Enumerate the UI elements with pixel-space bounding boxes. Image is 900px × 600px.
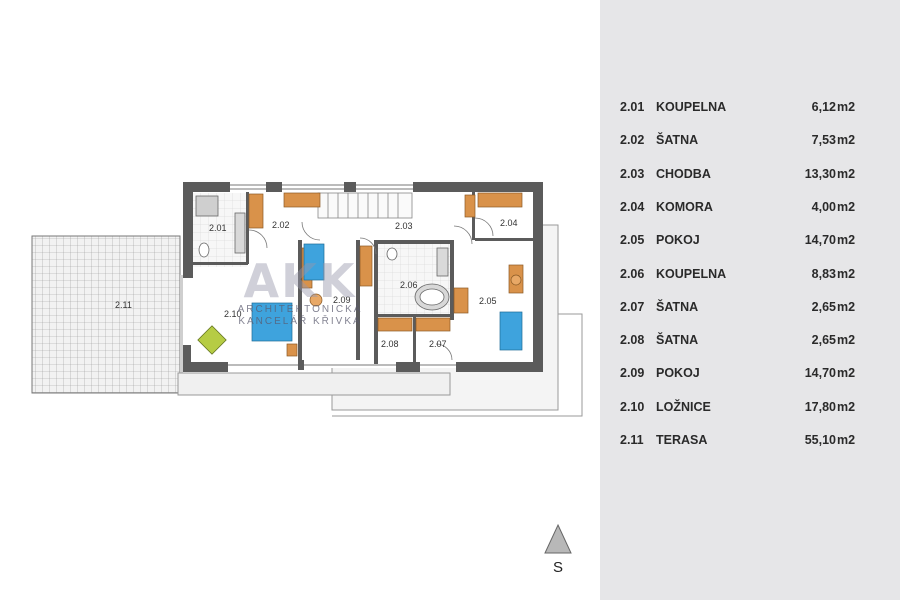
plan-label-2-01: 2.01 bbox=[209, 223, 227, 233]
room-name: ŠATNA bbox=[656, 133, 699, 148]
north-arrow-icon bbox=[544, 523, 572, 554]
staircase bbox=[317, 192, 413, 219]
room-area: 17,80 bbox=[804, 399, 836, 414]
plan-label-2-06: 2.06 bbox=[400, 280, 418, 290]
plan-label-2-10: 2.10 bbox=[224, 309, 242, 319]
roof-step bbox=[332, 313, 583, 417]
terrace-strip bbox=[180, 275, 183, 393]
room-code: 2.07 bbox=[620, 299, 645, 314]
room-area: 4,00 bbox=[811, 199, 836, 214]
room-code: 2.10 bbox=[620, 399, 645, 414]
room-name: KOUPELNA bbox=[656, 100, 727, 114]
room-unit: m2 bbox=[837, 100, 856, 114]
room-unit: m2 bbox=[837, 266, 856, 281]
room-code: 2.05 bbox=[620, 233, 645, 248]
room-name: ŠATNA bbox=[656, 333, 699, 348]
plan-label-2-08: 2.08 bbox=[381, 339, 399, 349]
room-name: LOŽNICE bbox=[656, 399, 711, 414]
room-code: 2.06 bbox=[620, 266, 645, 281]
desks bbox=[309, 264, 524, 307]
room-name: POKOJ bbox=[656, 233, 700, 248]
room-unit: m2 bbox=[837, 133, 856, 148]
room-name: KOUPELNA bbox=[656, 266, 727, 281]
room-name: TERASA bbox=[656, 433, 708, 447]
room-area: 8,83 bbox=[811, 266, 836, 281]
plan-label-2-02: 2.02 bbox=[272, 220, 290, 230]
room-code: 2.11 bbox=[620, 433, 644, 447]
plan-label-2-05: 2.05 bbox=[479, 296, 497, 306]
room-name: KOMORA bbox=[656, 199, 713, 214]
room-name: POKOJ bbox=[656, 366, 700, 381]
north-arrow: S bbox=[543, 523, 573, 579]
room-unit: m2 bbox=[837, 433, 856, 447]
plan-label-2-09: 2.09 bbox=[333, 295, 351, 305]
doors bbox=[248, 217, 494, 361]
watermark-line-2: KANCELÁŘ KŘIVKA bbox=[238, 316, 362, 327]
watermark-line-1: ARCHITEKTONICKÁ bbox=[237, 304, 363, 315]
watermark-logo: AKK bbox=[243, 254, 357, 308]
room-unit: m2 bbox=[837, 333, 856, 348]
room-code: 2.02 bbox=[620, 133, 645, 148]
room-unit: m2 bbox=[837, 399, 856, 414]
room-unit: m2 bbox=[837, 199, 856, 214]
room-name: ŠATNA bbox=[656, 299, 699, 314]
room-area: 14,70 bbox=[804, 233, 836, 248]
room-unit: m2 bbox=[837, 166, 856, 181]
north-arrow-label: S bbox=[552, 559, 563, 576]
room-code: 2.04 bbox=[620, 199, 645, 214]
sanitary bbox=[195, 195, 450, 311]
room-code: 2.08 bbox=[620, 333, 645, 348]
room-code: 2.09 bbox=[620, 366, 645, 381]
room-unit: m2 bbox=[837, 366, 856, 381]
armchair bbox=[197, 325, 227, 355]
room-area: 7,53 bbox=[811, 133, 836, 148]
room-area: 13,30 bbox=[804, 166, 836, 181]
plan-label-2-11: 2.11 bbox=[115, 300, 132, 310]
room-area: 6,12 bbox=[811, 100, 836, 114]
plan-label-2-04: 2.04 bbox=[500, 218, 518, 228]
room-code: 2.01 bbox=[620, 100, 645, 114]
watermark: AKK ARCHITEKTONICKÁ KANCELÁŘ KŘIVKA bbox=[215, 258, 385, 328]
windows bbox=[228, 184, 456, 366]
room-area: 55,10 bbox=[804, 433, 836, 447]
terrace-area bbox=[31, 235, 181, 394]
floor-plan-drawing bbox=[31, 182, 583, 417]
room-area: 14,70 bbox=[804, 366, 836, 381]
beds bbox=[251, 243, 523, 351]
room-code: 2.03 bbox=[620, 166, 645, 181]
plan-label-2-03: 2.03 bbox=[395, 221, 413, 231]
room-area: 2,65 bbox=[811, 333, 836, 348]
room-unit: m2 bbox=[837, 233, 856, 248]
floor-plan: 2.01 2.02 2.03 2.04 2.05 2.06 2.07 2.08 … bbox=[31, 182, 583, 579]
room-area: 2,65 bbox=[811, 299, 836, 314]
balcony-outline bbox=[177, 372, 451, 396]
plan-label-2-07: 2.07 bbox=[429, 339, 447, 349]
room-unit: m2 bbox=[837, 299, 856, 314]
room-name: CHODBA bbox=[656, 166, 711, 181]
